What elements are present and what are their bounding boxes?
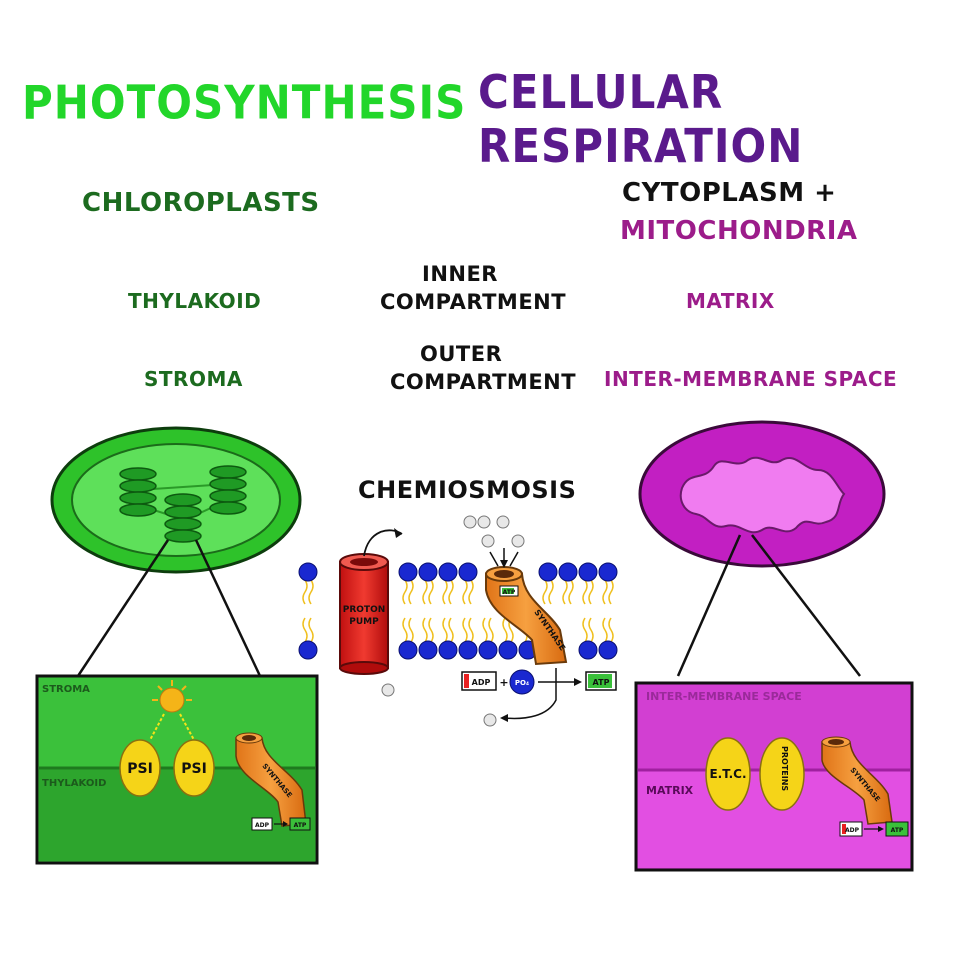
- thylakoid-panel: [35, 674, 319, 865]
- atp-label-left: ATP: [294, 822, 307, 829]
- phospholipid-head: [558, 562, 578, 582]
- photosynthesis-title: PHOTOSYNTHESIS: [22, 75, 467, 130]
- chemiosmosis-label: CHEMIOSMOSIS: [358, 476, 577, 504]
- photosystem-2-label: PSI: [181, 761, 207, 777]
- cytoplasm-label: CYTOPLASM +: [622, 178, 837, 208]
- phospholipid-head: [578, 640, 598, 660]
- intermembrane-label: INTER-MEMBRANE SPACE: [604, 367, 898, 391]
- plus-label: +: [499, 676, 508, 689]
- proton-pump-label-1: PROTON: [343, 605, 386, 615]
- phospholipid-head: [498, 640, 518, 660]
- chloroplast-drawing: [50, 426, 302, 677]
- proton-pump-drawing: [339, 528, 403, 675]
- atp-reaction-center: [461, 668, 617, 722]
- panel-matrix-label: MATRIX: [646, 784, 694, 797]
- phospholipid-head: [578, 562, 598, 582]
- proteins-label: PROTEINS: [780, 746, 789, 791]
- panel-stroma-label: STROMA: [42, 684, 90, 695]
- mitochondria-label: MITOCHONDRIA: [620, 216, 858, 246]
- phospholipid-head: [438, 640, 458, 660]
- phospholipid-head: [598, 562, 618, 582]
- proton-pump-label-2: PUMP: [349, 617, 379, 627]
- phospholipid-head: [418, 640, 438, 660]
- outer-compartment-label: COMPARTMENT: [390, 370, 577, 394]
- adp-label-right: ADP: [845, 827, 860, 834]
- phospholipid-head: [418, 562, 438, 582]
- panel-intermembrane-label: INTER-MEMBRANE SPACE: [646, 690, 802, 703]
- hydrogen-ions: [381, 515, 525, 727]
- mitochondrion-drawing: [638, 420, 886, 677]
- outer-label: OUTER: [420, 342, 503, 366]
- mitochondria-panel: [634, 681, 914, 872]
- thylakoid-label: THYLAKOID: [128, 289, 262, 313]
- inner-compartment-label: COMPARTMENT: [380, 290, 567, 314]
- phospholipid-head: [538, 562, 558, 582]
- phospholipid-head: [298, 640, 318, 660]
- inner-label: INNER: [422, 262, 498, 286]
- phospholipid-head: [478, 640, 498, 660]
- atp-label-right: ATP: [891, 827, 904, 834]
- phosphate-label: PO₄: [515, 679, 529, 687]
- phospholipid-head: [598, 640, 618, 660]
- phospholipid-head: [438, 562, 458, 582]
- cellular-respiration-title: CELLULAR RESPIRATION: [478, 65, 804, 173]
- adp-label-left: ADP: [255, 822, 270, 829]
- atp-label-center: ATP: [593, 678, 610, 687]
- atp-label-synthase: ATP: [503, 589, 516, 596]
- panel-thylakoid-label: THYLAKOID: [42, 778, 106, 789]
- photosystem-1-label: PSI: [127, 761, 153, 777]
- stroma-label: STROMA: [144, 367, 243, 391]
- etc-label: E.T.C.: [709, 767, 746, 781]
- phospholipid-head: [458, 562, 478, 582]
- phospholipid-head: [298, 562, 318, 582]
- matrix-label: MATRIX: [686, 289, 775, 313]
- phospholipid-head: [398, 562, 418, 582]
- atp-synthase-drawing: [485, 548, 568, 666]
- adp-label-center: ADP: [472, 678, 491, 687]
- chloroplasts-label: CHLOROPLASTS: [82, 188, 320, 218]
- membrane-drawing: [298, 562, 618, 660]
- phospholipid-head: [458, 640, 478, 660]
- phospholipid-head: [398, 640, 418, 660]
